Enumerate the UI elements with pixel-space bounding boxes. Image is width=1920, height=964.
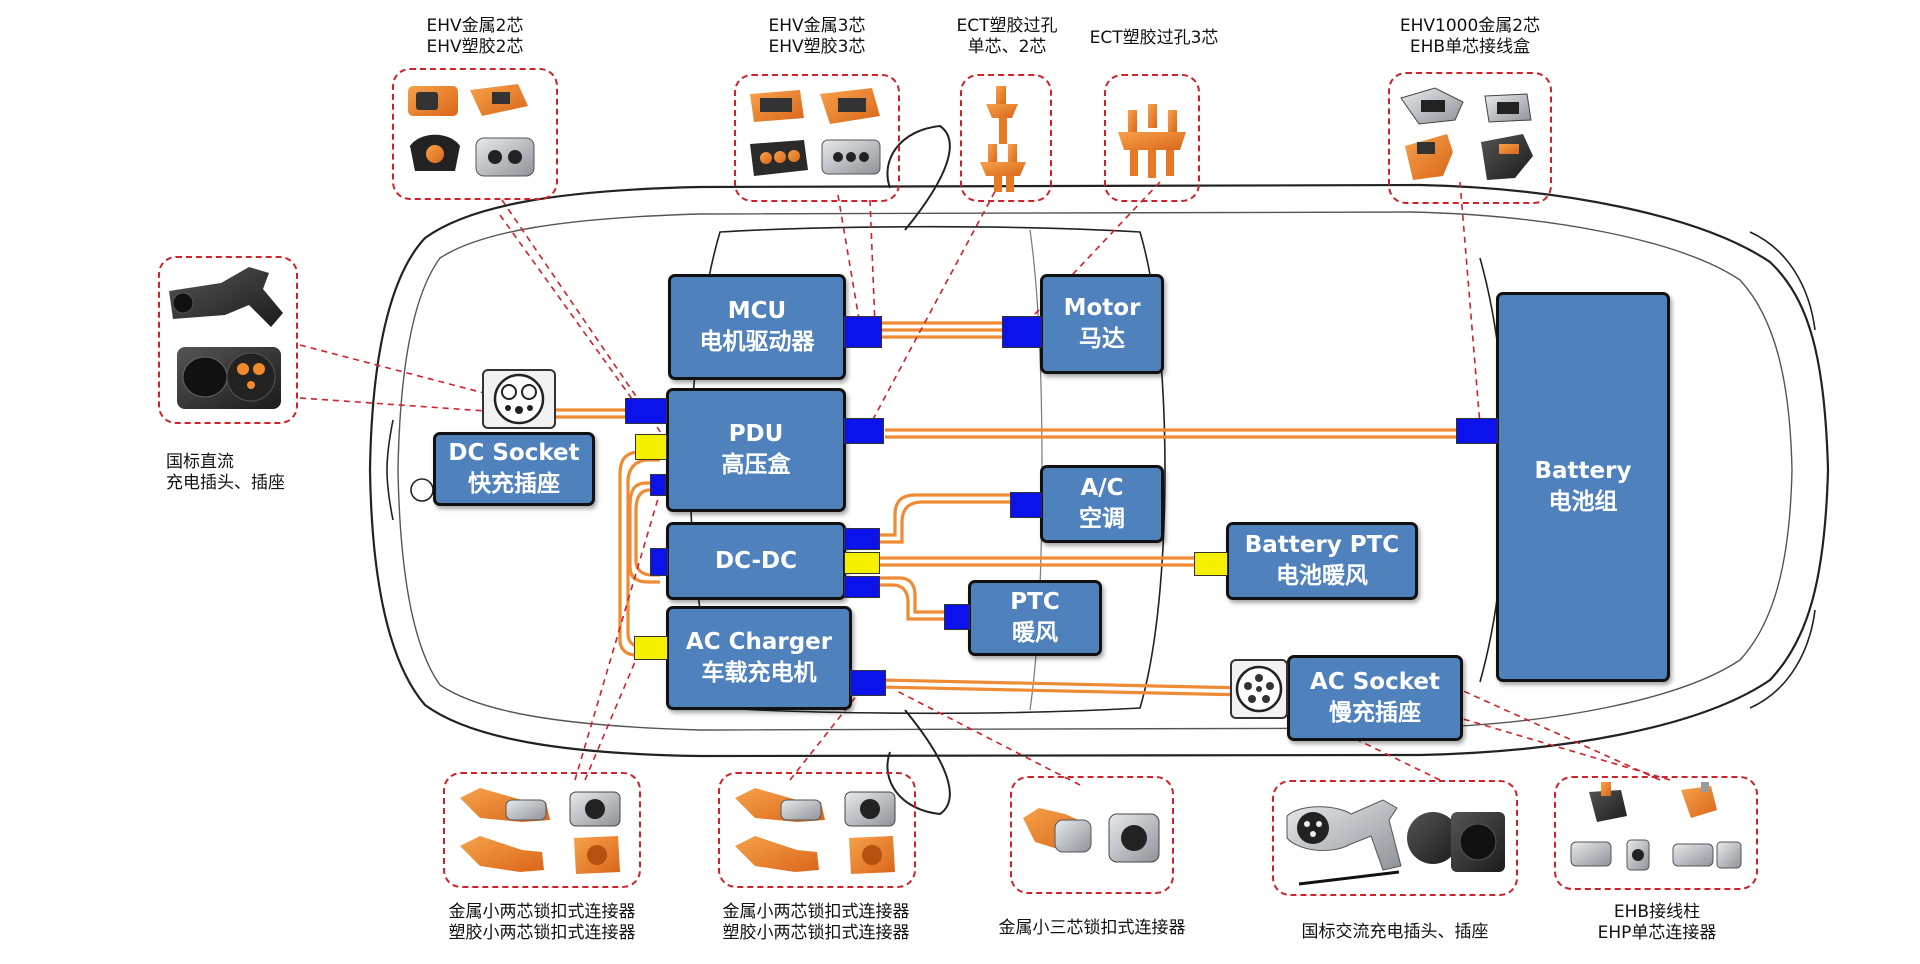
small-2-core-lock-connectors-icon — [460, 788, 621, 874]
callout-box-ehb — [1554, 776, 1758, 890]
ac-label: A/C — [1080, 475, 1124, 501]
dc-charging-plug-socket-icon — [169, 267, 283, 409]
battery-input-port — [1456, 418, 1498, 444]
mcu-module: MCU 电机驱动器 — [668, 274, 846, 380]
ptc-label-cn: 暖风 — [1012, 620, 1058, 646]
motor-module: Motor 马达 — [1040, 274, 1164, 374]
callout-label-ect-1-2-core: ECT塑胶过孔单芯、2芯 — [956, 16, 1058, 57]
small-3-core-lock-connector-icon — [1023, 808, 1160, 863]
ac-charging-plug-socket-icon — [1286, 799, 1505, 886]
ac-socket-label-cn: 慢充插座 — [1329, 700, 1421, 726]
car-outline — [368, 124, 1830, 816]
callout-box-ehv1000 — [1388, 72, 1552, 204]
dc-socket-label-cn: 快充插座 — [468, 471, 560, 497]
callout-box-small-3-core — [1010, 776, 1174, 894]
callout-label-ect-3-core: ECT塑胶过孔3芯 — [1089, 28, 1219, 48]
callout-label-small-3-core: 金属小三芯锁扣式连接器 — [998, 918, 1186, 938]
callout-box-ect-1-2-core — [960, 74, 1052, 202]
dcdc-label: DC-DC — [714, 547, 798, 574]
callout-box-ehv-3-core — [734, 74, 900, 202]
dcdc-ptc-port — [844, 576, 880, 598]
battery-ptc-label-cn: 电池暖风 — [1276, 563, 1368, 589]
ehv1000-ehb-connectors-icon — [1400, 87, 1533, 180]
ac-label-cn: 空调 — [1079, 506, 1125, 532]
ptc-module: PTC 暖风 — [968, 580, 1102, 656]
dc-socket-module: DC Socket 快充插座 — [433, 432, 595, 506]
ect-3-core-pass-through-icon — [1118, 104, 1186, 178]
callout-box-small-2-core-a — [443, 772, 641, 888]
ac-charge-port-icon — [1230, 659, 1288, 719]
ac-charger-input-port — [634, 636, 668, 660]
pdu-label-cn: 高压盒 — [721, 452, 791, 478]
callout-box-ect-3-core — [1104, 74, 1200, 202]
pdu-left-port — [650, 474, 666, 496]
callout-label-dc-charging: 国标直流充电插头、插座 — [166, 452, 285, 493]
motor-label: Motor — [1063, 295, 1141, 321]
motor-input-port — [1002, 316, 1042, 348]
battery-label-cn: 电池组 — [1548, 489, 1618, 515]
ac-module: A/C 空调 — [1040, 465, 1164, 543]
callout-label-small-2-core-b: 金属小两芯锁扣式连接器塑胶小两芯锁扣式连接器 — [722, 902, 910, 943]
dc-socket-label: DC Socket — [448, 440, 580, 466]
pdu-battery-port — [844, 418, 884, 444]
battery-ptc-label: Battery PTC — [1244, 532, 1400, 558]
pdu-module: PDU 高压盒 — [666, 388, 846, 512]
mcu-output-port — [844, 316, 882, 348]
dcdc-ac-port — [844, 528, 880, 550]
callout-label-small-2-core-a: 金属小两芯锁扣式连接器塑胶小两芯锁扣式连接器 — [448, 902, 636, 943]
battery-ptc-input-port — [1194, 552, 1228, 576]
callout-box-small-2-core-b — [718, 772, 916, 888]
ac-charger-output-port — [850, 670, 886, 696]
ptc-label: PTC — [1010, 589, 1060, 615]
battery-pack-module: Battery 电池组 — [1496, 292, 1670, 682]
dcdc-battery-ptc-port — [844, 552, 880, 574]
ac-charger-label-cn: 车载充电机 — [701, 660, 817, 686]
ect-pass-through-connectors-icon — [980, 86, 1026, 192]
ehv-3-core-connectors-icon — [750, 88, 881, 176]
ac-input-port — [1010, 492, 1042, 518]
pdu-aux-port — [635, 434, 667, 460]
dc-charge-port-icon — [482, 369, 556, 429]
battery-ptc-module: Battery PTC 电池暖风 — [1226, 522, 1418, 600]
ac-charger-label: AC Charger — [685, 629, 833, 655]
battery-label: Battery — [1534, 458, 1632, 484]
mcu-label-cn: 电机驱动器 — [699, 329, 815, 355]
pdu-label: PDU — [728, 421, 784, 447]
pdu-dc-input-port — [625, 398, 667, 424]
ehb-terminal-ehp-connector-icon — [1570, 782, 1742, 871]
ptc-input-port — [944, 604, 970, 630]
dcdc-left-port — [650, 548, 668, 576]
dcdc-module: DC-DC — [666, 522, 846, 600]
small-2-core-lock-connectors-icon — [735, 788, 896, 874]
callout-label-ac-charging: 国标交流充电插头、插座 — [1301, 922, 1489, 942]
callout-box-dc-charging — [158, 256, 298, 424]
mcu-label: MCU — [727, 298, 787, 324]
orange-harness — [540, 321, 1462, 697]
ehv-2-core-connectors-icon — [408, 84, 535, 177]
callout-box-ac-charging — [1272, 780, 1518, 896]
ac-socket-label: AC Socket — [1310, 669, 1440, 695]
ac-socket-module: AC Socket 慢充插座 — [1287, 655, 1463, 741]
callout-box-ehv-2-core — [392, 68, 558, 200]
motor-label-cn: 马达 — [1079, 326, 1125, 352]
ac-charger-module: AC Charger 车载充电机 — [666, 606, 852, 710]
